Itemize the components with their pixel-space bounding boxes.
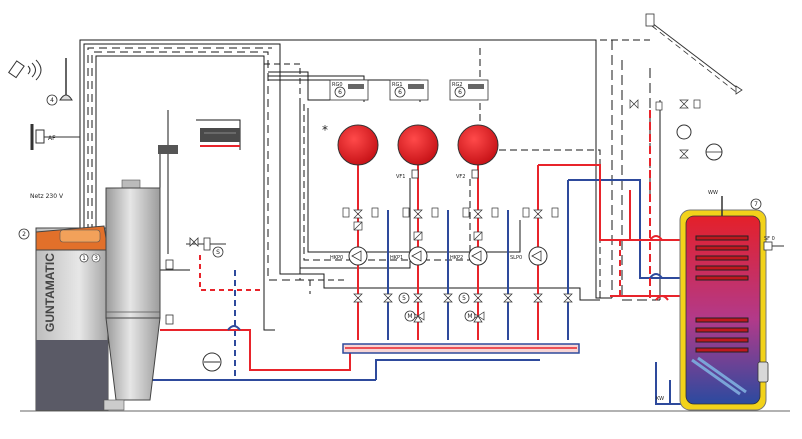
label-ww: WW: [708, 190, 718, 196]
label-rg1: RG1: [392, 82, 403, 88]
marker-3: 3: [94, 255, 98, 262]
label-sf0: SF 0: [764, 236, 775, 242]
svg-text:3: 3: [94, 255, 98, 262]
svg-text:5: 5: [402, 295, 406, 302]
tank-solar-connection: [655, 295, 669, 301]
charging-circuit-slp0: [522, 207, 573, 303]
tank-return-connection: [649, 273, 663, 279]
expansion-vessel-1: [337, 124, 379, 166]
label-rg0: RG0: [332, 82, 343, 88]
expansion-vessel-3: [457, 124, 499, 166]
heating-circuit-hkp1: [402, 207, 453, 323]
solar-collector: [645, 13, 743, 95]
marker-6-rg0: 6: [334, 86, 346, 98]
motor-label-2: M: [467, 313, 472, 320]
boiler: [35, 225, 109, 411]
marker-6-rg1: 6: [394, 86, 406, 98]
hot-water-tank: [679, 196, 784, 411]
label-rg2: RG2: [452, 82, 463, 88]
marker-1: 1: [79, 253, 89, 263]
label-af: AF: [48, 135, 56, 142]
label-hkp0: HKP0: [330, 255, 343, 261]
marker-2: 2: [18, 228, 30, 240]
label-hkp2: HKP2: [450, 255, 463, 261]
label-hkp1: HKP1: [390, 255, 403, 261]
outdoor-sensor: [30, 124, 80, 150]
fuel-hopper: [103, 179, 161, 411]
motor-label-1: M: [407, 313, 412, 320]
sensor-vf1: [411, 169, 419, 179]
svg-text:6: 6: [458, 89, 462, 96]
sensor-vf2: [471, 169, 479, 179]
marker-5-hkp1: 5: [398, 292, 410, 304]
svg-text:7: 7: [754, 201, 758, 208]
heating-circuit-hkp2: [462, 207, 513, 323]
sensor-s-label-1: S: [216, 249, 220, 256]
control-panel: [200, 128, 240, 147]
marker-4: 4: [46, 94, 58, 106]
flow-sensor-box: [165, 314, 174, 325]
label-netz: Netz 230 V: [30, 193, 64, 200]
boiler-return-crossing: [227, 325, 241, 331]
label-kw: KW: [656, 396, 664, 402]
svg-text:6: 6: [338, 89, 342, 96]
label-vf1: VF1: [396, 174, 405, 180]
marker-5-hkp2: 5: [458, 292, 470, 304]
svg-text:4: 4: [50, 97, 54, 104]
antenna-icon: [59, 58, 73, 101]
label-slp0: SLP0: [510, 255, 522, 261]
svg-text:6: 6: [398, 89, 402, 96]
svg-text:5: 5: [462, 295, 466, 302]
heating-circuit-hkp0: [342, 207, 393, 303]
label-asterisk: *: [322, 123, 328, 137]
svg-text:2: 2: [22, 231, 26, 238]
return-pipes: [108, 179, 690, 405]
marker-6-rg2: 6: [454, 86, 466, 98]
solar-station: [629, 99, 723, 161]
safety-group: [186, 237, 226, 258]
expansion-vessel-2: [397, 124, 439, 166]
return-sensor-box: [165, 259, 174, 270]
signal-wiring: [79, 39, 661, 331]
label-brand: GUNTAMATIC: [43, 253, 57, 332]
svg-text:1: 1: [82, 255, 86, 262]
label-vf2: VF2: [456, 174, 465, 180]
wireless-icon: [8, 59, 42, 81]
display-module: [158, 145, 178, 154]
marker-7: 7: [750, 198, 762, 210]
tank-flow-connection: [649, 235, 663, 241]
